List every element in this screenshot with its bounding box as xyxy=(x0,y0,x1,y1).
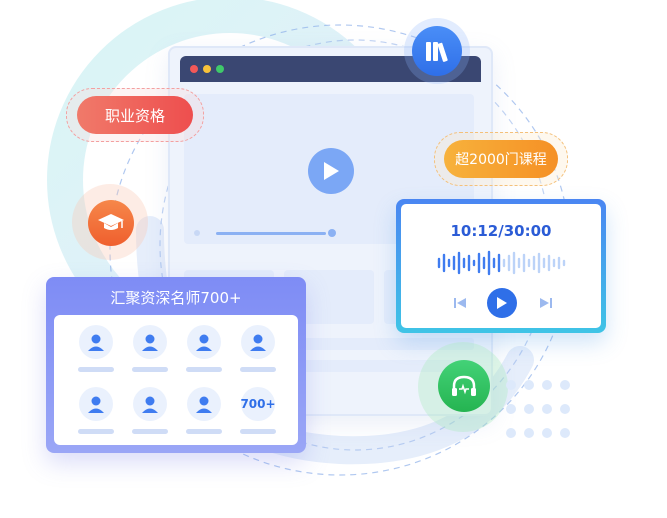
teacher-card: 汇聚资深名师700+ 700+ xyxy=(46,277,306,453)
books-icon xyxy=(426,42,448,62)
teacher-avatar-icon xyxy=(88,334,104,351)
play-icon xyxy=(497,297,507,309)
window-maximize-dot xyxy=(216,65,224,73)
audio-player: 10:12/30:00 xyxy=(401,204,601,328)
headphones-badge xyxy=(438,360,490,412)
teacher-avatar-icon xyxy=(250,334,266,351)
teacher-name-placeholder xyxy=(78,367,114,372)
window-minimize-dot xyxy=(203,65,211,73)
audio-player-card: 10:12/30:00 xyxy=(396,199,606,333)
teacher-card-title: 汇聚资深名师700+ xyxy=(110,289,242,307)
more-teachers-count: 700+ xyxy=(240,397,276,411)
teacher-name-placeholder xyxy=(132,367,168,372)
video-progress-bar[interactable] xyxy=(216,232,326,235)
teacher-avatar xyxy=(133,325,167,359)
window-close-dot xyxy=(190,65,198,73)
teacher-avatar xyxy=(79,387,113,421)
video-progress-knob[interactable] xyxy=(328,229,336,237)
teacher-avatar xyxy=(79,325,113,359)
teacher-name-placeholder xyxy=(186,429,222,434)
teacher-name-placeholder xyxy=(186,367,222,372)
audio-waveform xyxy=(437,250,566,276)
audio-play-button[interactable] xyxy=(487,288,517,318)
teacher-avatar xyxy=(187,325,221,359)
more-teachers-badge xyxy=(241,387,275,421)
teacher-name-placeholder xyxy=(240,429,276,434)
teacher-name-placeholder xyxy=(78,429,114,434)
teacher-grid: 700+ xyxy=(54,315,298,445)
teacher-avatar-icon xyxy=(142,334,158,351)
next-icon[interactable] xyxy=(539,297,553,309)
headphones-icon xyxy=(452,375,476,396)
prev-icon[interactable] xyxy=(453,297,467,309)
books-badge xyxy=(412,26,462,76)
teacher-name-placeholder xyxy=(132,429,168,434)
teacher-avatar-icon xyxy=(196,396,212,413)
teacher-avatar xyxy=(133,387,167,421)
graduation-badge xyxy=(88,200,134,246)
teacher-avatar-icon xyxy=(88,396,104,413)
teacher-avatar xyxy=(187,387,221,421)
video-play-button[interactable] xyxy=(308,148,354,194)
teacher-avatar-icon xyxy=(142,396,158,413)
graduation-cap-icon xyxy=(98,214,124,230)
teacher-name-placeholder xyxy=(240,367,276,372)
play-icon xyxy=(324,162,339,180)
teacher-avatar-icon xyxy=(196,334,212,351)
audio-time-display: 10:12/30:00 xyxy=(450,222,552,240)
progress-start-dot xyxy=(194,230,200,236)
career-qualification-label: 职业资格 xyxy=(77,96,193,134)
course-count-label: 超2000门课程 xyxy=(444,140,558,178)
teacher-avatar xyxy=(241,325,275,359)
